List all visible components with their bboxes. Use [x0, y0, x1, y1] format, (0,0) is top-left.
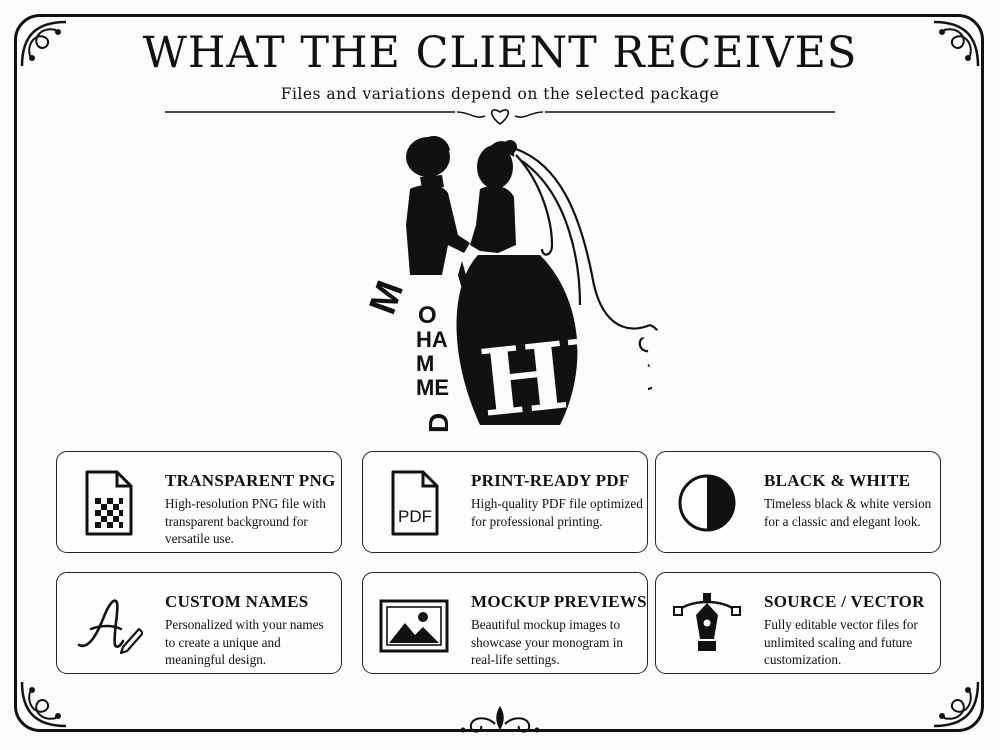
bottom-flourish-icon	[460, 706, 540, 733]
feature-card-source-vector: SOURCE / VECTOR Fully editable vector fi…	[655, 572, 941, 674]
svg-text:M: M	[416, 351, 434, 376]
svg-text:HA: HA	[416, 327, 448, 352]
card-description: Fully editable vector files for unlimite…	[764, 617, 918, 667]
groom-silhouette	[406, 136, 470, 275]
name-mohammed: M O HA M ME D	[362, 276, 454, 433]
corner-flourish-icon	[20, 20, 67, 67]
veil-swirls	[515, 147, 662, 391]
half-circle-icon	[678, 474, 736, 532]
card-description: Personalized with your names to create a…	[165, 617, 324, 667]
card-title: CUSTOM NAMES	[165, 592, 309, 611]
page-title: WHAT THE CLIENT RECEIVES	[142, 28, 858, 78]
card-title: TRANSPARENT PNG	[165, 471, 336, 490]
bride-silhouette	[456, 140, 578, 425]
page-subtitle: Files and variations depend on the selec…	[280, 85, 720, 103]
heart-divider-icon	[165, 109, 835, 126]
svg-text:M: M	[362, 276, 412, 320]
card-description: High-resolution PNG file with transparen…	[165, 496, 326, 546]
couple-monogram: M O HA M ME D HEBA	[362, 136, 680, 438]
corner-flourish-icon	[933, 681, 980, 728]
card-title: MOCKUP PREVIEWS	[471, 592, 647, 611]
transparent-file-icon	[85, 470, 133, 536]
feature-card-black-white: BLACK & WHITE Timeless black & white ver…	[655, 451, 941, 553]
card-description: Timeless black & white version for a cla…	[764, 496, 932, 529]
feature-card-print-ready-pdf: PDF PRINT-READY PDF High-quality PDF fil…	[362, 451, 648, 553]
card-title: BLACK & WHITE	[764, 471, 911, 490]
pdf-icon-label: PDF	[398, 507, 432, 526]
page-frame	[14, 14, 984, 732]
svg-text:D: D	[423, 413, 454, 433]
feature-card-transparent-png: TRANSPARENT PNG High-resolution PNG file…	[56, 451, 342, 553]
feature-card-custom-names: CUSTOM NAMES Personalized with your name…	[56, 572, 342, 674]
card-description: Beautiful mockup images to showcase your…	[471, 617, 623, 667]
card-title: PRINT-READY PDF	[471, 471, 630, 490]
feature-card-mockup-previews: MOCKUP PREVIEWS Beautiful mockup images …	[362, 572, 648, 674]
svg-text:ME: ME	[416, 375, 449, 400]
corner-flourish-icon	[20, 681, 67, 728]
corner-flourish-icon	[933, 20, 980, 67]
card-description: High-quality PDF file optimized for prof…	[471, 496, 643, 529]
card-title: SOURCE / VECTOR	[764, 592, 925, 611]
svg-text:O: O	[418, 302, 437, 329]
pdf-file-icon: PDF	[391, 470, 439, 536]
image-frame-icon	[379, 599, 449, 653]
script-a-pencil-icon	[77, 599, 143, 655]
pen-tool-icon	[673, 593, 741, 651]
